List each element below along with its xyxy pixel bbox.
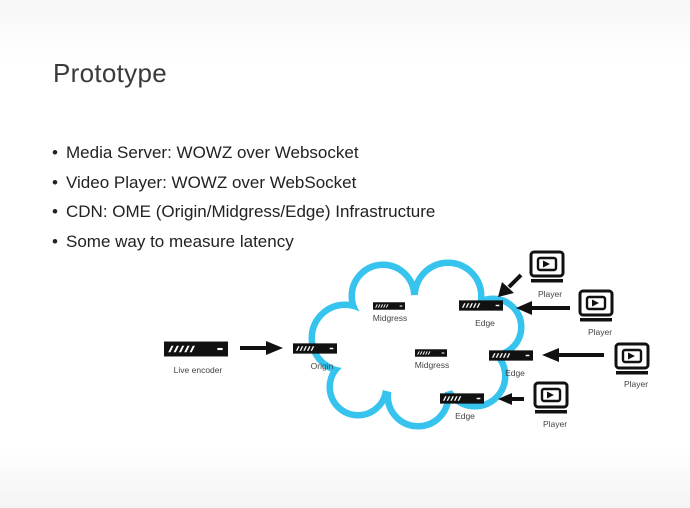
bullet-dot: • [52,143,58,162]
bullet-text: Some way to measure latency [66,231,294,251]
midgress-center-label: Midgress [415,360,449,370]
bullet-text: CDN: OME (Origin/Midgress/Edge) Infrastr… [66,202,436,222]
player-4-label: Player [543,419,567,429]
slide-title: Prototype [53,58,167,88]
edge-bottom-server-icon [440,393,484,404]
origin-server-icon [293,343,337,354]
edge-bottom-label: Edge [455,411,475,421]
bullet-item: • CDN: OME (Origin/Midgress/Edge) Infrast… [52,197,435,227]
encoder-to-origin-arrow [240,341,283,355]
bullet-dot: • [52,202,58,222]
bullet-item: • Some way to measure latency [52,227,435,257]
player-2-icon [578,289,614,323]
bullet-text: Video Player: WOWZ over WebSocket [66,172,357,192]
bullet-dot: • [52,172,58,192]
player-2-arrow [516,301,570,315]
edge-middle-server-icon [489,350,533,361]
bullet-text: Media Server: WOWZ over Websocket [66,143,359,162]
midgress-top-server-icon [373,302,405,310]
cloud-shape [308,259,525,430]
player-4-icon [533,381,569,415]
player-1-icon [529,250,565,284]
bullet-dot: • [52,231,58,251]
edge-top-label: Edge [475,318,495,328]
bullet-item: • Media Server: WOWZ over Websocket [52,138,435,168]
player-3-icon [614,342,650,376]
live-encoder-label: Live encoder [174,365,223,375]
player-1-arrow [498,273,523,297]
edge-middle-label: Edge [505,368,525,378]
player-1-label: Player [538,289,562,299]
player-2-label: Player [588,327,612,337]
live-encoder-server-icon [164,341,228,357]
edge-top-server-icon [459,300,503,311]
player-3-label: Player [624,379,648,389]
midgress-center-server-icon [415,349,447,357]
bullet-item: • Video Player: WOWZ over WebSocket [52,168,435,198]
player-4-arrow [498,393,524,405]
player-3-arrow [542,348,604,362]
origin-label: Origin [311,361,334,371]
bullet-list: • Media Server: WOWZ over Websocket • Vide… [52,138,435,256]
midgress-top-label: Midgress [373,313,407,323]
